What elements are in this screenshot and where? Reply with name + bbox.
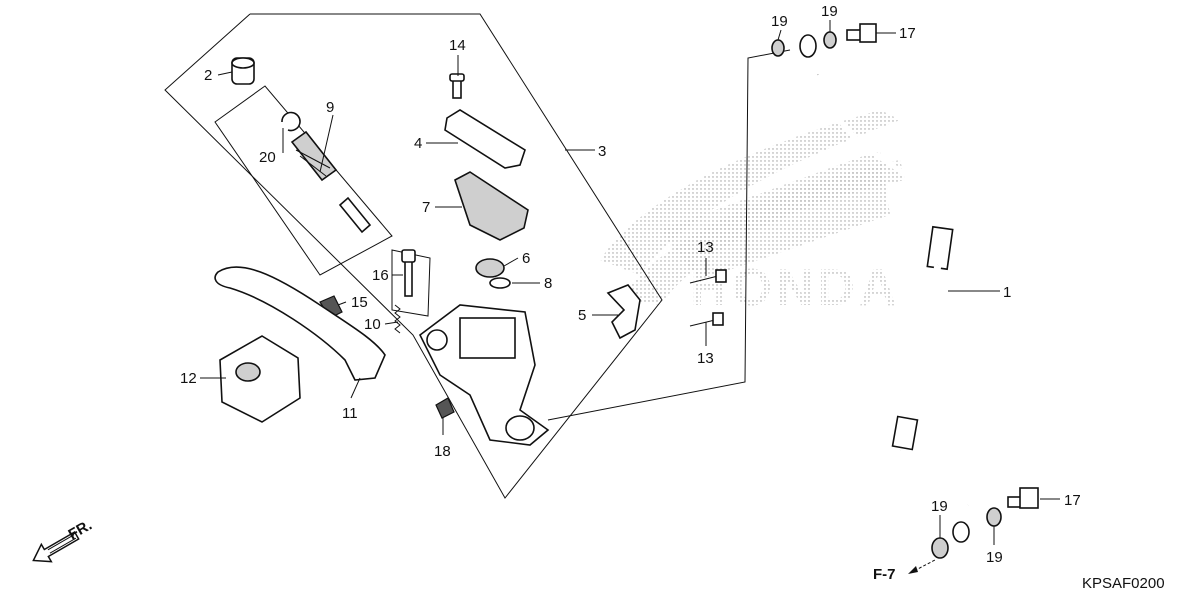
callout-15: 15: [351, 294, 368, 311]
callout-6: 6: [522, 250, 530, 267]
part-diaphragm: [454, 171, 529, 241]
callout-19-a: 19: [771, 13, 788, 30]
part-piston-set: [290, 130, 372, 234]
callout-16: 16: [372, 267, 389, 284]
callout-10: 10: [364, 316, 381, 333]
callout-19-c: 19: [931, 498, 948, 515]
callout-9: 9: [326, 99, 334, 116]
part-oil-bolt-17a: [846, 23, 877, 43]
part-screw-14: [449, 73, 465, 99]
callout-17-lower: 17: [1064, 492, 1081, 509]
hose-boundary: [547, 49, 791, 421]
part-ring: [489, 277, 511, 289]
honda-watermark: HONDA: [600, 110, 905, 317]
callout-17-upper: 17: [899, 25, 916, 42]
callout-13-lower: 13: [697, 350, 714, 367]
part-boot-cap: [231, 57, 255, 85]
diagram-code: KPSAF0200: [1082, 575, 1165, 592]
part-brake-hose: [799, 34, 979, 543]
pivot-subbox: [391, 249, 431, 317]
washer-19b: [823, 31, 837, 49]
callout-3: 3: [598, 143, 606, 160]
callout-11: 11: [342, 405, 358, 422]
part-bolt-cap: [435, 397, 455, 419]
part-brake-lever: [214, 266, 386, 381]
callout-4: 4: [414, 135, 422, 152]
callout-8: 8: [544, 275, 552, 292]
leader-lines: [200, 20, 1060, 545]
ref-label: F-7: [873, 566, 896, 583]
ref-arrow: [908, 559, 936, 574]
front-arrow: [32, 531, 80, 563]
part-bolt-13-upper: [689, 269, 727, 284]
callout-1: 1: [1003, 284, 1011, 301]
callouts: 2 20 9 14 4 3 7 6 8 5 16 15 10 11 12 18 …: [180, 3, 1081, 566]
callout-2: 2: [204, 67, 212, 84]
part-master-cylinder: [418, 304, 550, 446]
callout-19-d: 19: [986, 549, 1003, 566]
part-plate: [475, 258, 505, 278]
callout-5: 5: [578, 307, 586, 324]
callout-19-b: 19: [821, 3, 838, 20]
callout-20: 20: [259, 149, 276, 166]
callout-18: 18: [434, 443, 451, 460]
callout-7: 7: [422, 199, 430, 216]
part-oil-bolt-17b: [1007, 487, 1039, 509]
part-spring: [394, 304, 401, 334]
part-reservoir-cap: [444, 109, 526, 169]
part-holder: [606, 284, 641, 340]
part-circlip: [281, 111, 301, 132]
part-pivot-bolt: [401, 249, 416, 297]
part-bolt-13-lower: [689, 312, 724, 327]
piston-subbox: [214, 85, 393, 276]
part-switch: [219, 335, 301, 423]
callout-13-upper: 13: [697, 239, 714, 256]
washer-19a: [771, 39, 785, 57]
callout-14: 14: [449, 37, 466, 54]
watermark-text: HONDA: [690, 259, 901, 317]
washer-19d: [986, 507, 1002, 527]
assembly-boundary: [164, 13, 663, 499]
callout-12: 12: [180, 370, 197, 387]
washer-19c: [931, 537, 949, 559]
